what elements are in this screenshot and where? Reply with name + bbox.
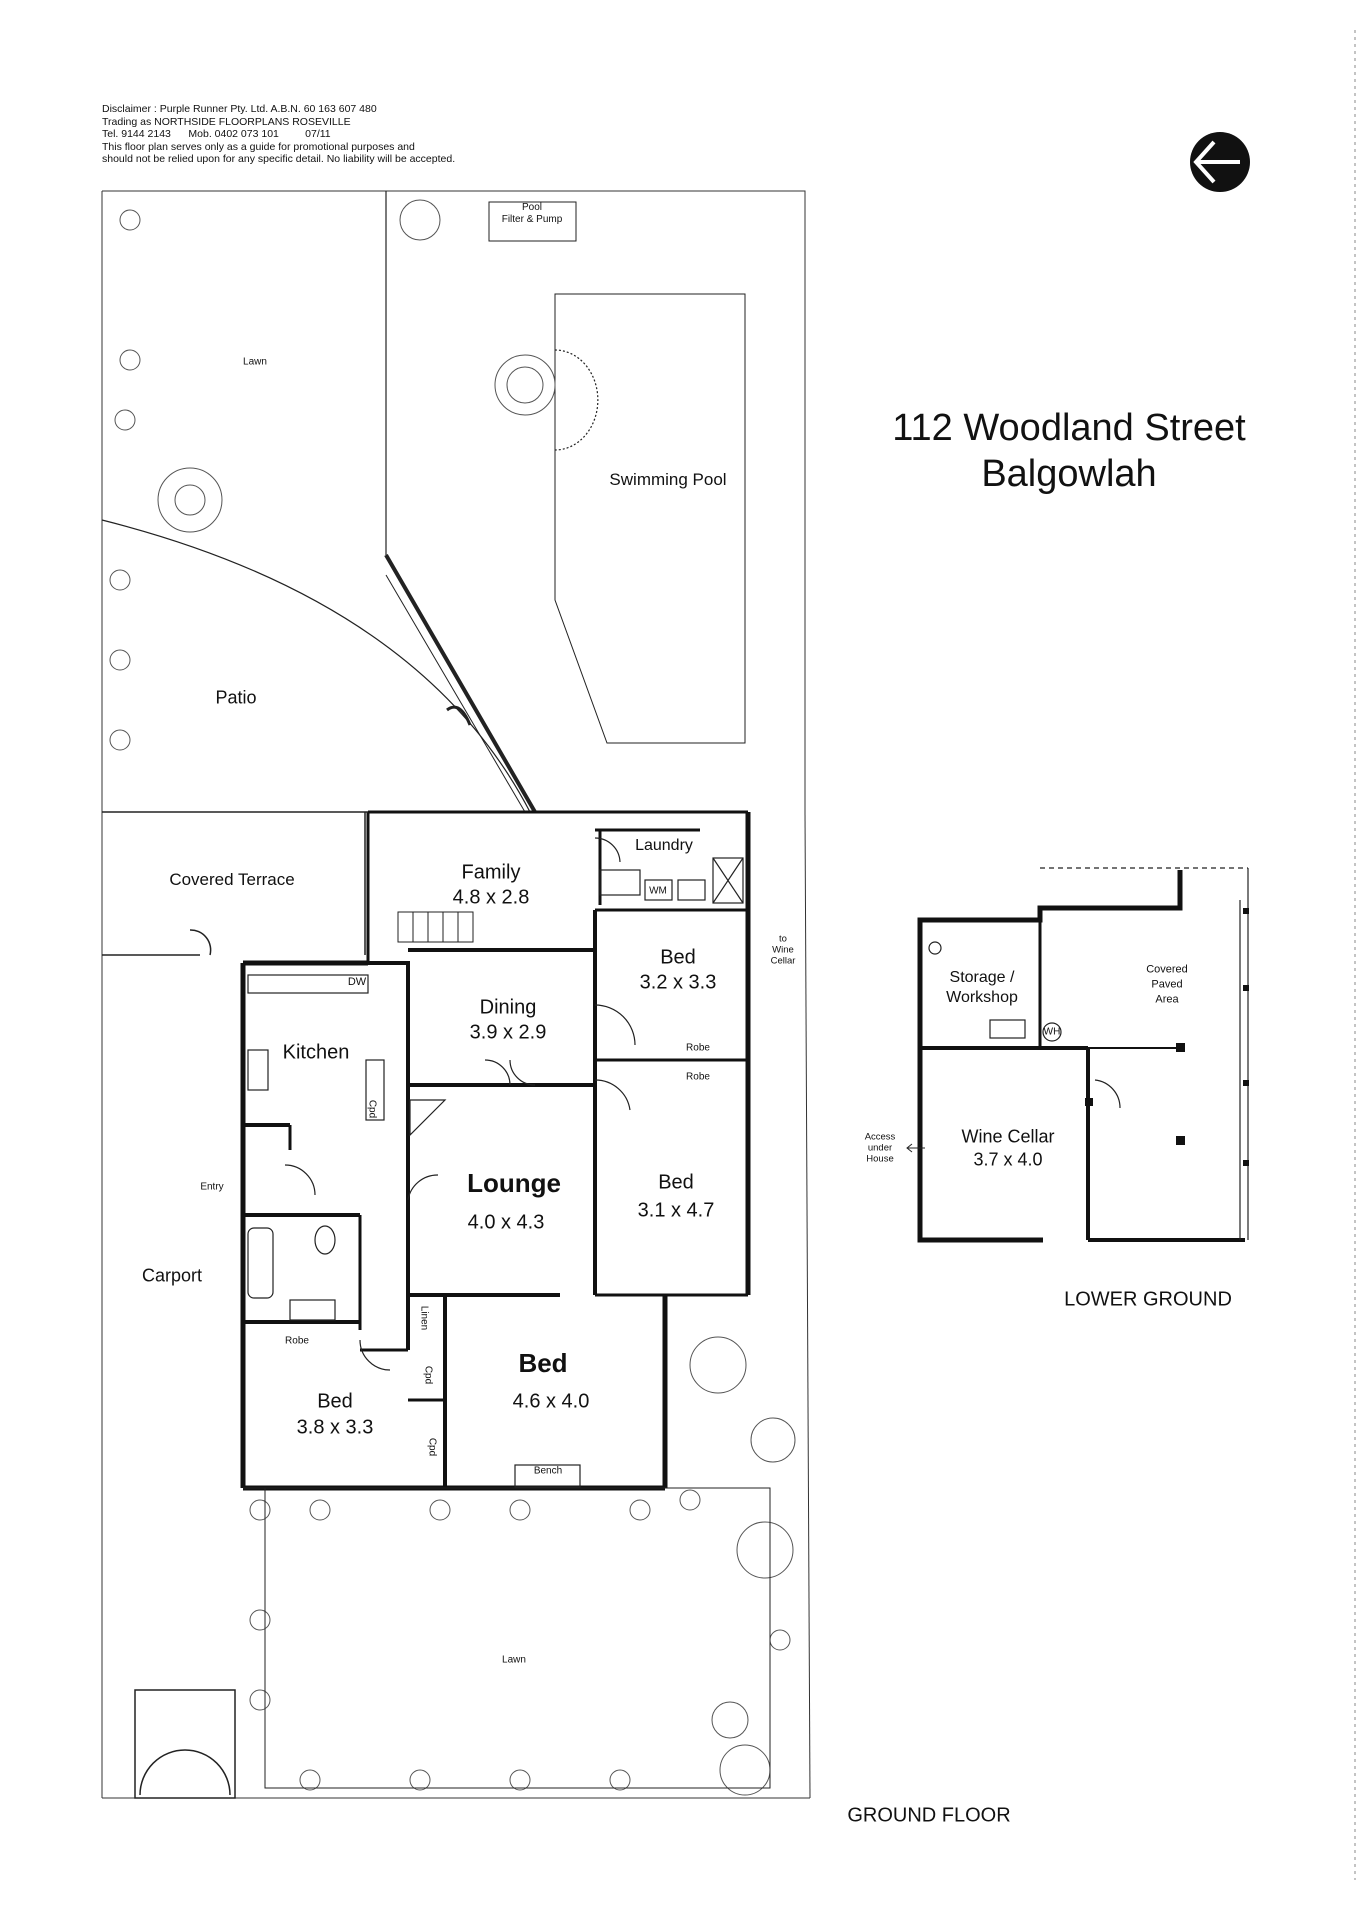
wm-label: WM xyxy=(649,885,667,897)
room-bed2-size: 3.1 x 4.7 xyxy=(637,1199,715,1222)
swimming-pool-label: Swimming Pool xyxy=(609,470,727,489)
fixtures xyxy=(247,857,744,1488)
room-kitchen-name: Kitchen xyxy=(282,1041,350,1064)
robe1-label: Robe xyxy=(686,1042,710,1054)
disclaimer-line: Tel. 9144 2143 Mob. 0402 073 101 07/11 xyxy=(102,128,331,141)
bench-label: Bench xyxy=(533,1465,563,1477)
room-bed1-name: Bed xyxy=(660,946,696,969)
room-bed3-name: Bed xyxy=(518,1348,568,1378)
covered-terrace-label: Covered Terrace xyxy=(169,870,295,889)
disclaimer-line: This floor plan serves only as a guide f… xyxy=(102,140,415,153)
north-arrow-icon xyxy=(1190,132,1250,192)
disclaimer-line: should not be relied upon for any specif… xyxy=(102,153,456,166)
wh-label: WH xyxy=(1043,1026,1061,1038)
room-lounge-size: 4.0 x 4.3 xyxy=(467,1211,545,1234)
lower-ground-walls xyxy=(917,870,1245,1243)
room-lounge-name: Lounge xyxy=(467,1168,561,1198)
lawn-bottom-label: Lawn xyxy=(502,1654,526,1666)
house-walls xyxy=(240,810,751,1491)
room-dining-name: Dining xyxy=(479,996,537,1019)
access-under-house-label: Access under House xyxy=(864,1131,896,1165)
pool-filter-label: Pool Filter & Pump xyxy=(501,202,563,225)
lawn-top-label: Lawn xyxy=(243,356,267,368)
lower-ground-outline xyxy=(928,867,1249,1240)
storage-workshop-label: Storage / Workshop xyxy=(946,969,1018,1006)
room-wine-cellar-name: Wine Cellar xyxy=(961,1126,1055,1147)
carport-label: Carport xyxy=(141,1265,203,1286)
disclaimer: Disclaimer : Purple Runner Pty. Ltd. A.B… xyxy=(102,103,455,166)
covered-terrace-outline xyxy=(102,811,368,956)
carport-gate xyxy=(134,1689,236,1799)
room-bed1-size: 3.2 x 3.3 xyxy=(639,971,717,994)
covered-paved-area-label: Covered Paved Area xyxy=(1146,963,1188,1006)
room-bed2-name: Bed xyxy=(658,1171,694,1194)
robe2-label: Robe xyxy=(686,1071,710,1083)
lower-ground-title: LOWER GROUND xyxy=(1064,1288,1232,1311)
garden-plants xyxy=(109,199,796,1796)
room-family-name: Family xyxy=(461,861,521,884)
dw-label: DW xyxy=(347,976,367,988)
cpd3-label: Cpd xyxy=(426,1437,438,1457)
garden-top xyxy=(101,191,746,814)
stairs xyxy=(397,911,474,943)
cpd2-label: Cpd xyxy=(422,1365,434,1385)
room-family-size: 4.8 x 2.8 xyxy=(452,886,530,909)
room-bed4-name: Bed xyxy=(317,1390,353,1413)
room-bed4-size: 3.8 x 3.3 xyxy=(296,1416,374,1439)
access-arrow xyxy=(906,1143,925,1153)
disclaimer-line: Trading as NORTHSIDE FLOORPLANS ROSEVILL… xyxy=(102,115,351,128)
linen-label: Linen xyxy=(418,1305,430,1331)
address-suburb: Balgowlah xyxy=(981,453,1157,495)
room-dining-size: 3.9 x 2.9 xyxy=(469,1021,547,1044)
entry-label: Entry xyxy=(200,1181,224,1193)
room-laundry-name: Laundry xyxy=(635,837,693,854)
cpd1-label: Cpd xyxy=(366,1099,378,1119)
to-wine-cellar-label: to Wine Cellar xyxy=(770,933,796,967)
garden-bottom xyxy=(243,1487,771,1789)
address-street: 112 Woodland Street xyxy=(892,407,1246,449)
room-bed3-size: 4.6 x 4.0 xyxy=(512,1390,590,1413)
door-swings xyxy=(284,837,636,1371)
ground-floor-title: GROUND FLOOR xyxy=(847,1804,1011,1827)
robe3-label: Robe xyxy=(285,1335,309,1347)
disclaimer-line: Disclaimer : Purple Runner Pty. Ltd. A.B… xyxy=(102,103,377,115)
patio-label: Patio xyxy=(215,687,257,708)
room-wine-cellar-size: 3.7 x 4.0 xyxy=(973,1149,1043,1170)
